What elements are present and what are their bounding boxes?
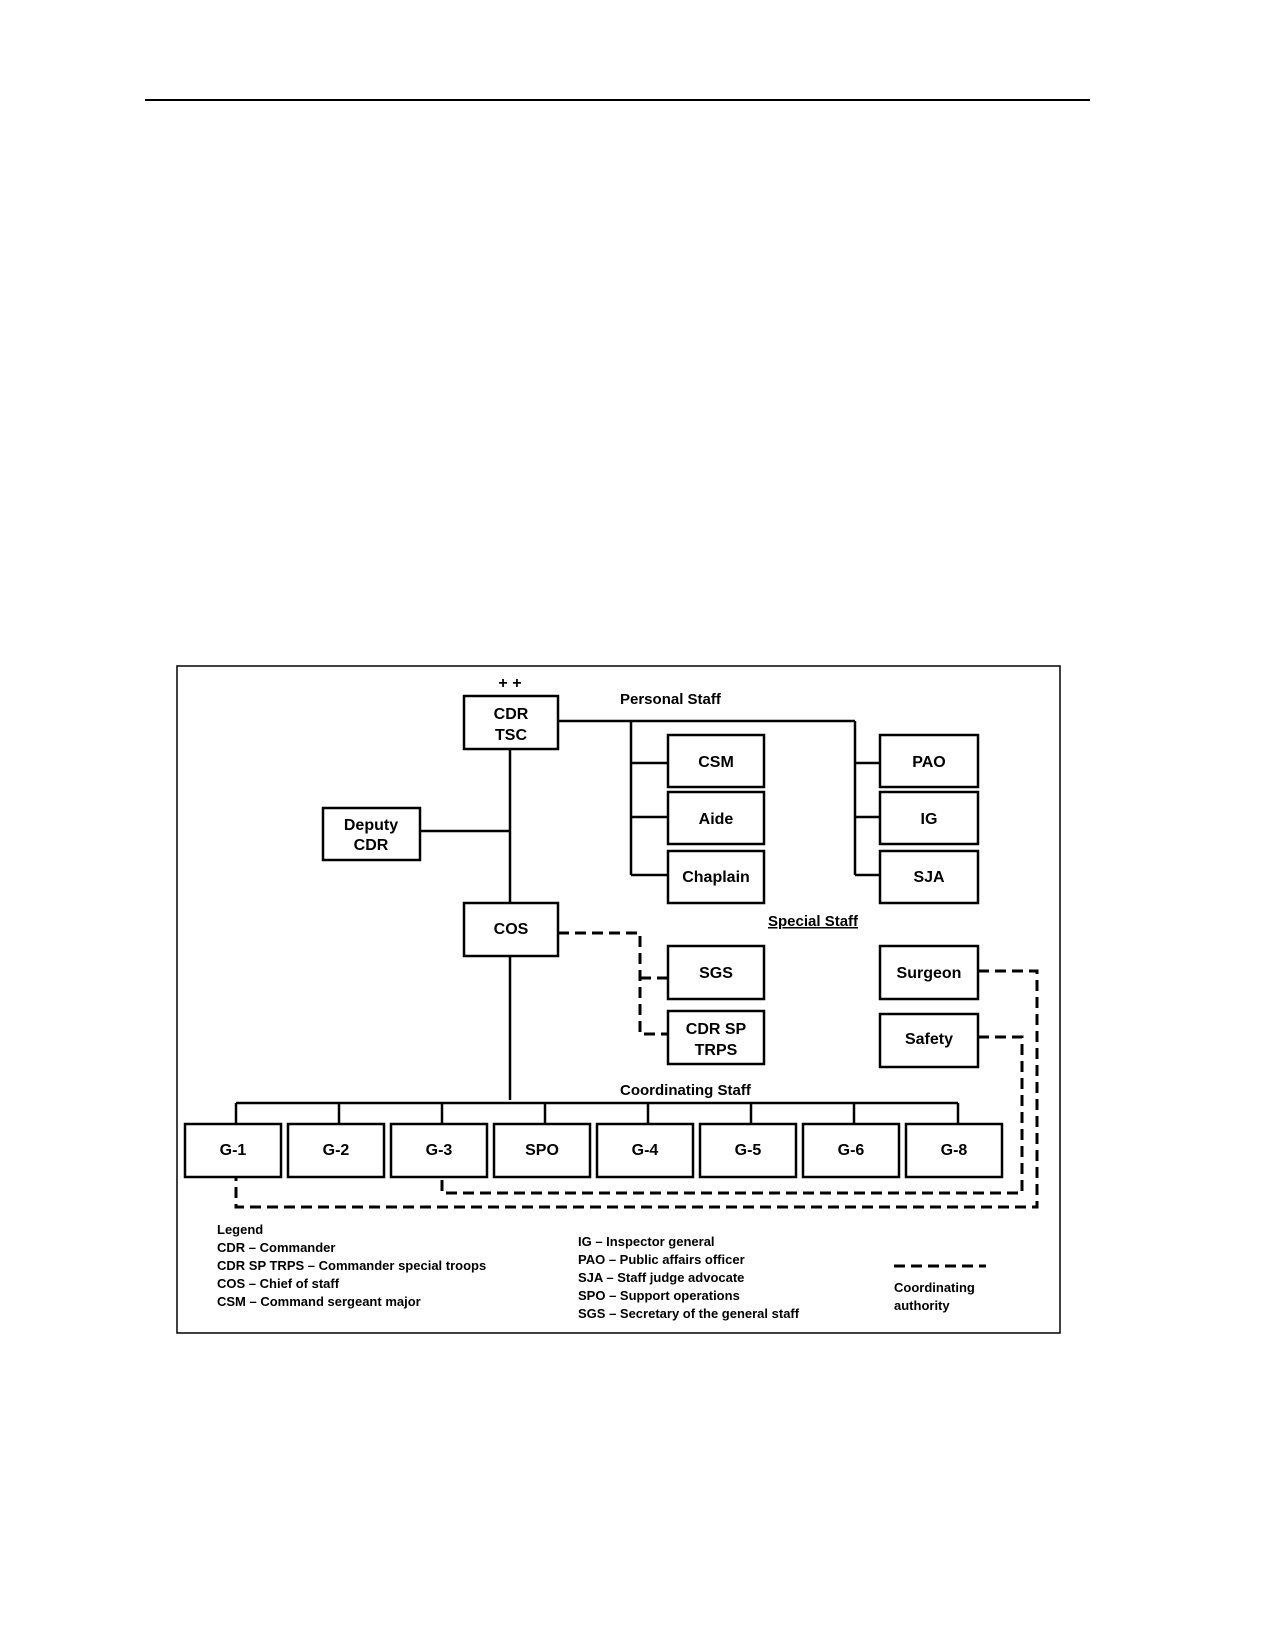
svg-text:SPO: SPO	[525, 1142, 559, 1159]
figure-frame	[176, 665, 1061, 1334]
rank-mark: + +	[498, 675, 521, 692]
svg-text:G-8: G-8	[941, 1142, 968, 1159]
svg-text:SGS: SGS	[699, 965, 733, 982]
legend-item: SPO – Support operations	[578, 1288, 740, 1303]
legend-item: CSM – Command sergeant major	[217, 1294, 421, 1309]
coordinating-box-spo: SPO	[492, 1122, 592, 1179]
svg-text:CDR: CDR	[494, 706, 529, 723]
svg-text:COS: COS	[494, 921, 529, 938]
legend-item: CDR – Commander	[217, 1240, 335, 1255]
legend-item: SGS – Secretary of the general staff	[578, 1306, 800, 1321]
special-staff-header: Special Staff	[768, 913, 859, 930]
svg-text:Chaplain: Chaplain	[682, 869, 750, 886]
svg-text:G-2: G-2	[323, 1142, 350, 1159]
svg-text:Deputy: Deputy	[344, 817, 398, 834]
svg-text:SJA: SJA	[913, 869, 945, 886]
solid-connectors	[234, 719, 960, 1124]
svg-text:CDR: CDR	[354, 837, 389, 854]
legend-item: IG – Inspector general	[578, 1234, 715, 1249]
pao-box: PAO	[878, 733, 980, 789]
cdr-tsc-box: CDR TSC	[462, 694, 560, 751]
sgs-box: SGS	[666, 944, 766, 1001]
svg-text:IG: IG	[921, 811, 938, 828]
aide-box: Aide	[666, 790, 766, 846]
svg-text:G-4: G-4	[632, 1142, 659, 1159]
surgeon-box: Surgeon	[878, 944, 980, 1001]
cos-box: COS	[462, 901, 560, 958]
legend: Legend CDR – Commander CDR SP TRPS – Com…	[217, 1222, 986, 1321]
svg-text:TRPS: TRPS	[695, 1042, 738, 1059]
svg-text:G-1: G-1	[220, 1142, 247, 1159]
sja-box: SJA	[878, 849, 980, 905]
coordinating-staff-row: G-1 G-2 G-3 SPO G-4 G-5 G-6 G-8	[183, 1122, 1004, 1179]
safety-box: Safety	[878, 1012, 980, 1069]
coordinating-box-g-1: G-1	[183, 1122, 283, 1179]
svg-text:G-6: G-6	[838, 1142, 865, 1159]
csm-box: CSM	[666, 733, 766, 789]
personal-staff-header: Personal Staff	[620, 691, 722, 708]
svg-text:CSM: CSM	[698, 754, 734, 771]
legend-dashed-key: authority	[894, 1298, 950, 1313]
coordinating-staff-header: Coordinating Staff	[620, 1082, 752, 1099]
deputy-cdr-box: Deputy CDR	[321, 806, 422, 862]
legend-item: CDR SP TRPS – Commander special troops	[217, 1258, 486, 1273]
cdr-sp-trps-box: CDR SP TRPS	[666, 1009, 766, 1066]
coordinating-box-g-2: G-2	[286, 1122, 386, 1179]
coordinating-authority-lines	[234, 931, 1039, 1209]
svg-text:Safety: Safety	[905, 1031, 953, 1048]
svg-text:Surgeon: Surgeon	[897, 965, 962, 982]
legend-item: PAO – Public affairs officer	[578, 1252, 745, 1267]
svg-text:TSC: TSC	[495, 727, 527, 744]
svg-text:G-5: G-5	[735, 1142, 762, 1159]
legend-item: COS – Chief of staff	[217, 1276, 340, 1291]
legend-title: Legend	[217, 1222, 263, 1237]
coordinating-box-g-5: G-5	[698, 1122, 798, 1179]
chaplain-box: Chaplain	[666, 849, 766, 905]
legend-item: SJA – Staff judge advocate	[578, 1270, 744, 1285]
coordinating-box-g-6: G-6	[801, 1122, 901, 1179]
svg-text:G-3: G-3	[426, 1142, 453, 1159]
ig-box: IG	[878, 790, 980, 846]
coordinating-box-g-3: G-3	[389, 1122, 489, 1179]
coordinating-box-g-8: G-8	[904, 1122, 1004, 1179]
svg-text:PAO: PAO	[912, 754, 945, 771]
legend-dashed-key: Coordinating	[894, 1280, 975, 1295]
svg-text:Aide: Aide	[699, 811, 734, 828]
coordinating-box-g-4: G-4	[595, 1122, 695, 1179]
svg-text:CDR SP: CDR SP	[686, 1021, 747, 1038]
